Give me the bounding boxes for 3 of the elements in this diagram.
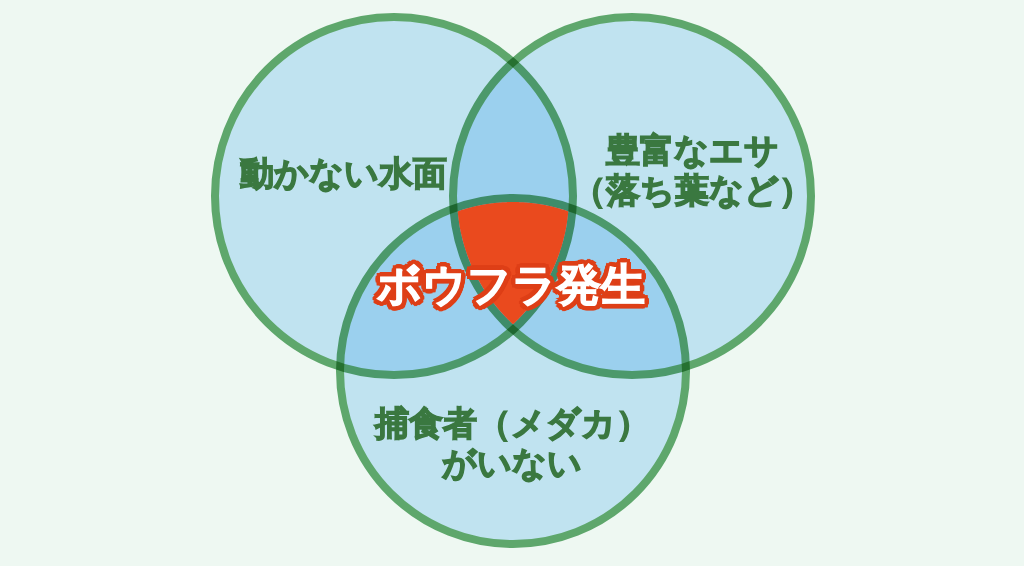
circle-label: 豊富なエサ（落ち葉など）: [570, 130, 814, 210]
circle-label: 捕食者（メダカ）がいない: [373, 403, 651, 483]
circle-label: 動かない水面: [239, 153, 447, 193]
